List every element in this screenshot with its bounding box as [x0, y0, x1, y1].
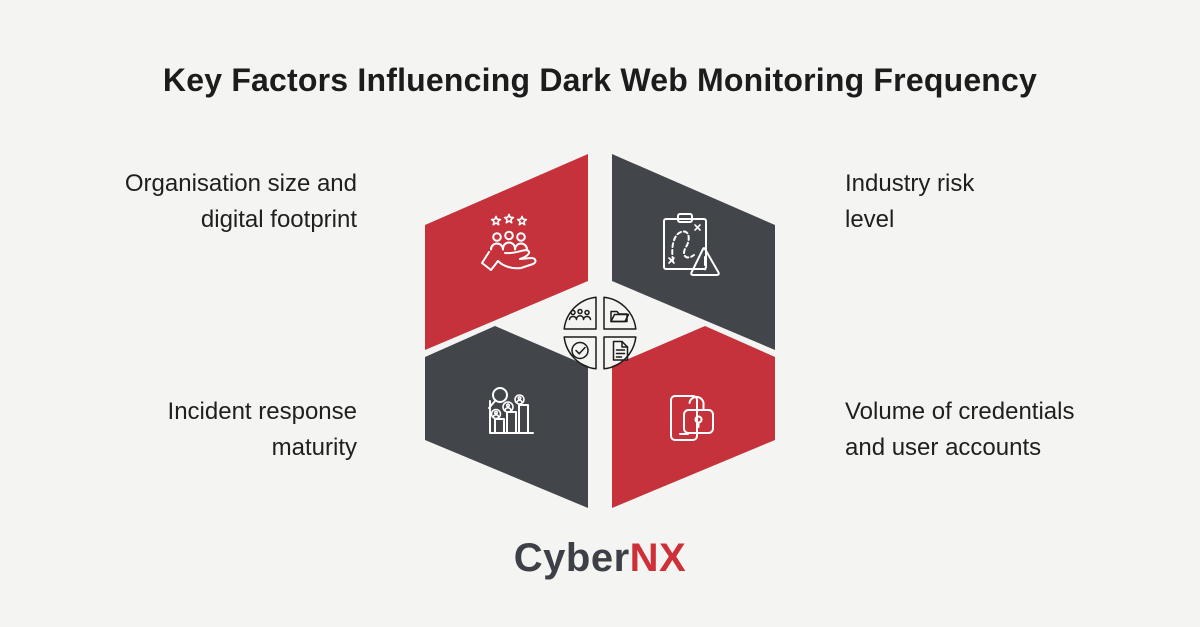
brand-logo-nx: NX	[629, 536, 687, 580]
team-on-hand-icon	[481, 213, 537, 271]
star-icon	[503, 213, 515, 224]
people-group-icon	[568, 308, 592, 321]
person-badge-icon	[502, 401, 514, 413]
mobile-unlock-icon	[670, 395, 714, 441]
panel-top-right-shape	[612, 154, 775, 350]
person-badge-icon	[490, 408, 502, 420]
page-title: Key Factors Influencing Dark Web Monitor…	[162, 62, 1038, 98]
padlock-icon	[683, 409, 714, 434]
label-organisation-size: Organisation size and digital footprint	[124, 170, 357, 233]
star-icon	[490, 215, 502, 226]
check-circle-icon	[571, 341, 589, 360]
analytics-growth-icon	[488, 387, 534, 434]
document-icon	[612, 340, 629, 361]
star-icon	[516, 215, 528, 226]
person-badge-icon	[514, 394, 525, 405]
x-mark-icon	[668, 257, 675, 264]
x-mark-icon	[694, 224, 701, 231]
brand-logo: CyberNX	[0, 536, 1200, 581]
label-industry-risk: Industry risk level	[845, 170, 975, 233]
panel-bottom-right-shape	[612, 326, 775, 508]
label-volume-credentials: Volume of credentials and user accounts	[845, 398, 1075, 461]
brand-logo-cyber: Cyber	[513, 536, 630, 580]
warning-triangle-icon	[690, 247, 720, 276]
label-incident-response: Incident response maturity	[167, 398, 357, 461]
risk-plan-warning-icon	[663, 213, 720, 276]
center-badge	[563, 296, 637, 370]
magnifier-icon	[492, 387, 508, 403]
folder-icon	[610, 310, 630, 323]
panel-top-left-shape	[425, 154, 588, 350]
